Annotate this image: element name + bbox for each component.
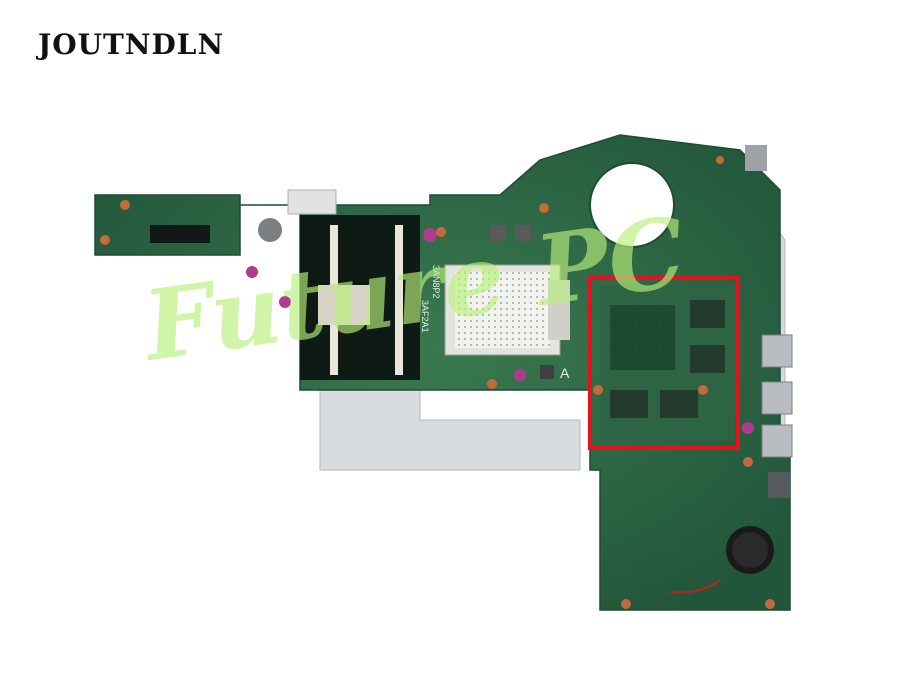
gpu-vram-area [600, 285, 735, 440]
mini-pcie-slot [150, 225, 210, 243]
highlight-box [588, 276, 740, 450]
memory-slots [300, 215, 420, 380]
silkscreen-label-3: A [560, 365, 570, 381]
mounting-holes [100, 156, 775, 609]
io-ports [745, 145, 793, 498]
fan-cutout [589, 162, 675, 248]
silkscreen-label-2: 3AN8P2 [431, 265, 441, 299]
capacitors [246, 218, 754, 434]
silkscreen-label-1: 3AF2A1 [420, 300, 430, 333]
brand-title: JOUTNDLN [38, 28, 225, 61]
power-connector [287, 189, 337, 215]
cpu-socket [444, 264, 570, 356]
